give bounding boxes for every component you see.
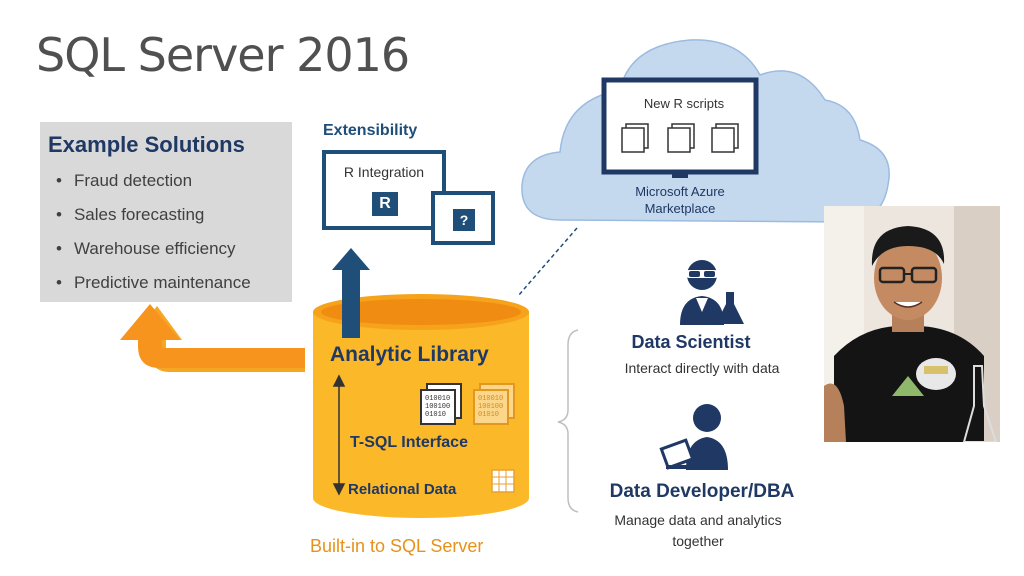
presenter-photo [824,206,1000,442]
orange-arrow-body [120,304,305,368]
r-integration-label: R Integration [326,164,442,180]
data-scientist-title: Data Scientist [601,332,781,353]
question-mark-icon: ? [453,209,475,231]
svg-text:100100: 100100 [478,403,503,411]
r-logo-icon: R [372,192,398,216]
svg-text:100100: 100100 [425,403,450,411]
new-r-scripts-label: New R scripts [634,96,734,111]
data-developer-description: Manage data and analytics together [608,510,788,552]
tsql-interface-label: T-SQL Interface [350,434,468,452]
unknown-extension-window: ? [431,191,495,245]
svg-text:010010: 010010 [425,395,450,403]
presenter-photo-drawing [824,206,1000,442]
builtin-label: Built-in to SQL Server [310,536,483,557]
extensibility-label: Extensibility [323,122,417,140]
brace [558,330,578,512]
svg-text:010010: 010010 [478,395,503,403]
svg-text:01010: 01010 [478,411,499,419]
script-document-icons [622,124,738,152]
binary-document-icon: 010010 100100 01010 [421,384,461,424]
data-developer-icon [661,404,728,470]
data-scientist-description: Interact directly with data [592,360,812,376]
data-scientist-icon [680,260,744,325]
svg-text:01010: 01010 [425,411,446,419]
table-grid-icon [492,470,514,492]
azure-marketplace-label: Microsoft Azure Marketplace [610,183,750,217]
r-integration-window: R Integration R [322,150,446,230]
dashed-connector [518,228,577,296]
analytic-library-label: Analytic Library [330,343,489,367]
binary-document-icon-faded: 010010 100100 01010 [474,384,514,424]
relational-data-label: Relational Data [348,481,456,498]
data-developer-title: Data Developer/DBA [588,481,816,503]
